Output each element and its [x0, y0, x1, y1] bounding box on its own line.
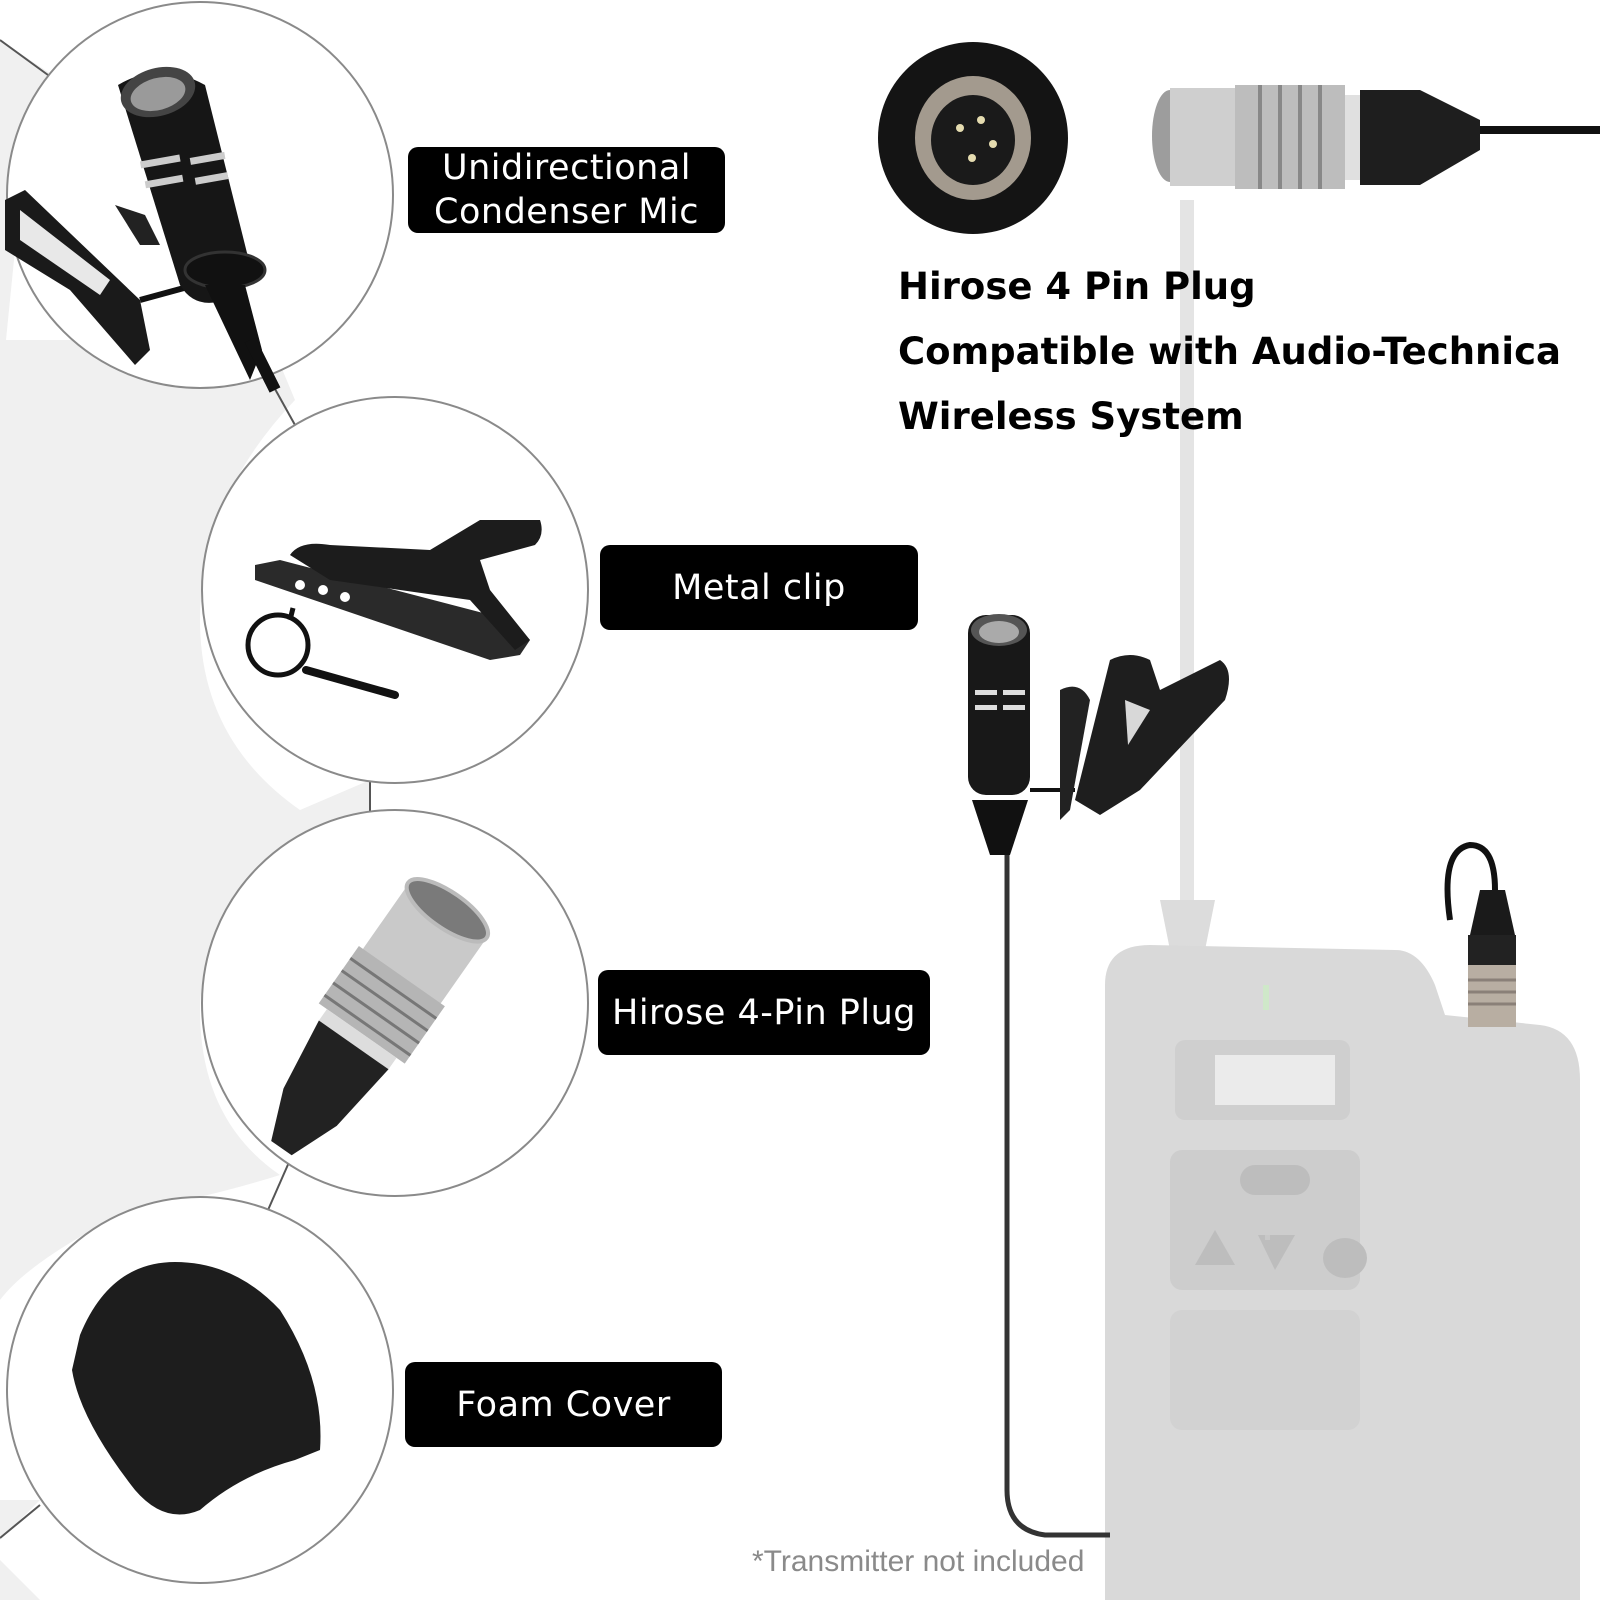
label-text: Foam Cover	[456, 1384, 671, 1425]
label-text: Hirose 4-Pin Plug	[612, 992, 916, 1033]
label-foam-cover: Foam Cover	[405, 1362, 722, 1447]
connector-heading-line-3: Wireless System	[898, 395, 1244, 438]
label-unidirectional-condenser-mic: Unidirectional Condenser Mic	[408, 147, 725, 233]
label-metal-clip: Metal clip	[600, 545, 918, 630]
label-line-2: Condenser Mic	[434, 192, 699, 232]
label-line-1: Unidirectional	[441, 148, 692, 188]
label-text: Metal clip	[672, 567, 846, 608]
label-hirose-4-pin-plug: Hirose 4-Pin Plug	[598, 970, 930, 1055]
connector-heading-line-1: Hirose 4 Pin Plug	[898, 265, 1256, 308]
footnote-transmitter-not-included: *Transmitter not included	[752, 1545, 1085, 1578]
connector-heading-line-2: Compatible with Audio-Technica	[898, 330, 1561, 373]
